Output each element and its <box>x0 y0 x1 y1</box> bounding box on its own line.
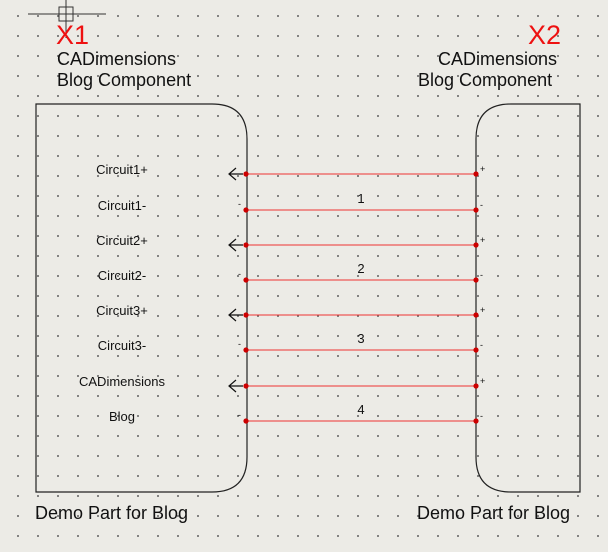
right-pin-mark-5: + <box>480 305 485 315</box>
left-connection-dot-8[interactable] <box>243 418 249 424</box>
pin-arrow-icon <box>228 238 243 252</box>
pin-arrow-group <box>228 167 243 393</box>
pin-label-circuit2-plus: Circuit2+ <box>96 233 148 248</box>
right-pin-mark-2: - <box>480 200 483 210</box>
right-designator: X2 <box>528 20 562 50</box>
left-pin-minus-mark: - <box>238 339 241 349</box>
right-pin-mark-3: + <box>480 235 485 245</box>
pin-arrow-icon <box>228 379 243 393</box>
left-pin-minus-mark: - <box>238 410 241 420</box>
pin-label-blog: Blog <box>108 409 136 424</box>
right-connection-dot-2[interactable] <box>473 207 479 213</box>
right-pin-mark-7: + <box>480 376 485 386</box>
wire-pair-number-1: 1 <box>357 191 365 206</box>
left-connection-dot-2[interactable] <box>243 207 249 213</box>
left-designator: X1 <box>56 20 90 50</box>
pin-label-circuit2-minus: Circuit2- <box>97 268 147 283</box>
pin-label-circuit1-minus: Circuit1- <box>97 198 147 213</box>
pin-arrow-icon <box>228 167 243 181</box>
right-connection-dot-8[interactable] <box>473 418 479 424</box>
pin-mark-group: + - - + - - + - - + - - <box>238 164 485 421</box>
cursor-crosshair-icon <box>28 0 106 38</box>
left-part-name-line1: CADimensions <box>57 49 177 69</box>
right-connection-dot-4[interactable] <box>473 277 479 283</box>
wire-group <box>243 171 479 424</box>
right-pin-mark-8: - <box>480 411 483 421</box>
right-component-body[interactable] <box>475 103 581 493</box>
wire-pair-number-2: 2 <box>357 261 365 276</box>
pin-arrow-icon <box>228 308 243 322</box>
right-connection-dot-3[interactable] <box>473 242 479 248</box>
left-connection-dot-5[interactable] <box>243 312 249 318</box>
right-description: Demo Part for Blog <box>417 503 571 523</box>
pin-label-circuit3-minus: Circuit3- <box>97 338 147 353</box>
right-connection-dot-7[interactable] <box>473 383 479 389</box>
right-pin-mark-1: + <box>480 164 485 174</box>
left-connection-dot-1[interactable] <box>243 171 249 177</box>
left-part-name-line2: Blog Component <box>57 70 192 90</box>
left-connection-dot-6[interactable] <box>243 347 249 353</box>
right-pin-mark-4: - <box>480 270 483 280</box>
pin-label-cadimensions: CADimensions <box>79 374 165 389</box>
left-pin-minus-mark: - <box>238 199 241 209</box>
right-part-name-line1: CADimensions <box>438 49 558 69</box>
right-part-name-line2: Blog Component <box>418 70 553 90</box>
right-connection-dot-1[interactable] <box>473 171 479 177</box>
right-connection-dot-6[interactable] <box>473 347 479 353</box>
left-description: Demo Part for Blog <box>35 503 189 523</box>
left-connection-dot-3[interactable] <box>243 242 249 248</box>
left-pin-minus-mark: - <box>238 269 241 279</box>
left-component-body[interactable] <box>35 103 248 493</box>
pin-label-circuit1-plus: Circuit1+ <box>96 162 148 177</box>
right-pin-mark-6: - <box>480 340 483 350</box>
left-connection-dot-4[interactable] <box>243 277 249 283</box>
wire-pair-number-3: 3 <box>357 331 365 346</box>
right-connection-dot-5[interactable] <box>473 312 479 318</box>
pin-label-circuit3-plus: Circuit3+ <box>96 303 148 318</box>
left-connection-dot-7[interactable] <box>243 383 249 389</box>
wire-pair-number-4: 4 <box>357 402 365 417</box>
